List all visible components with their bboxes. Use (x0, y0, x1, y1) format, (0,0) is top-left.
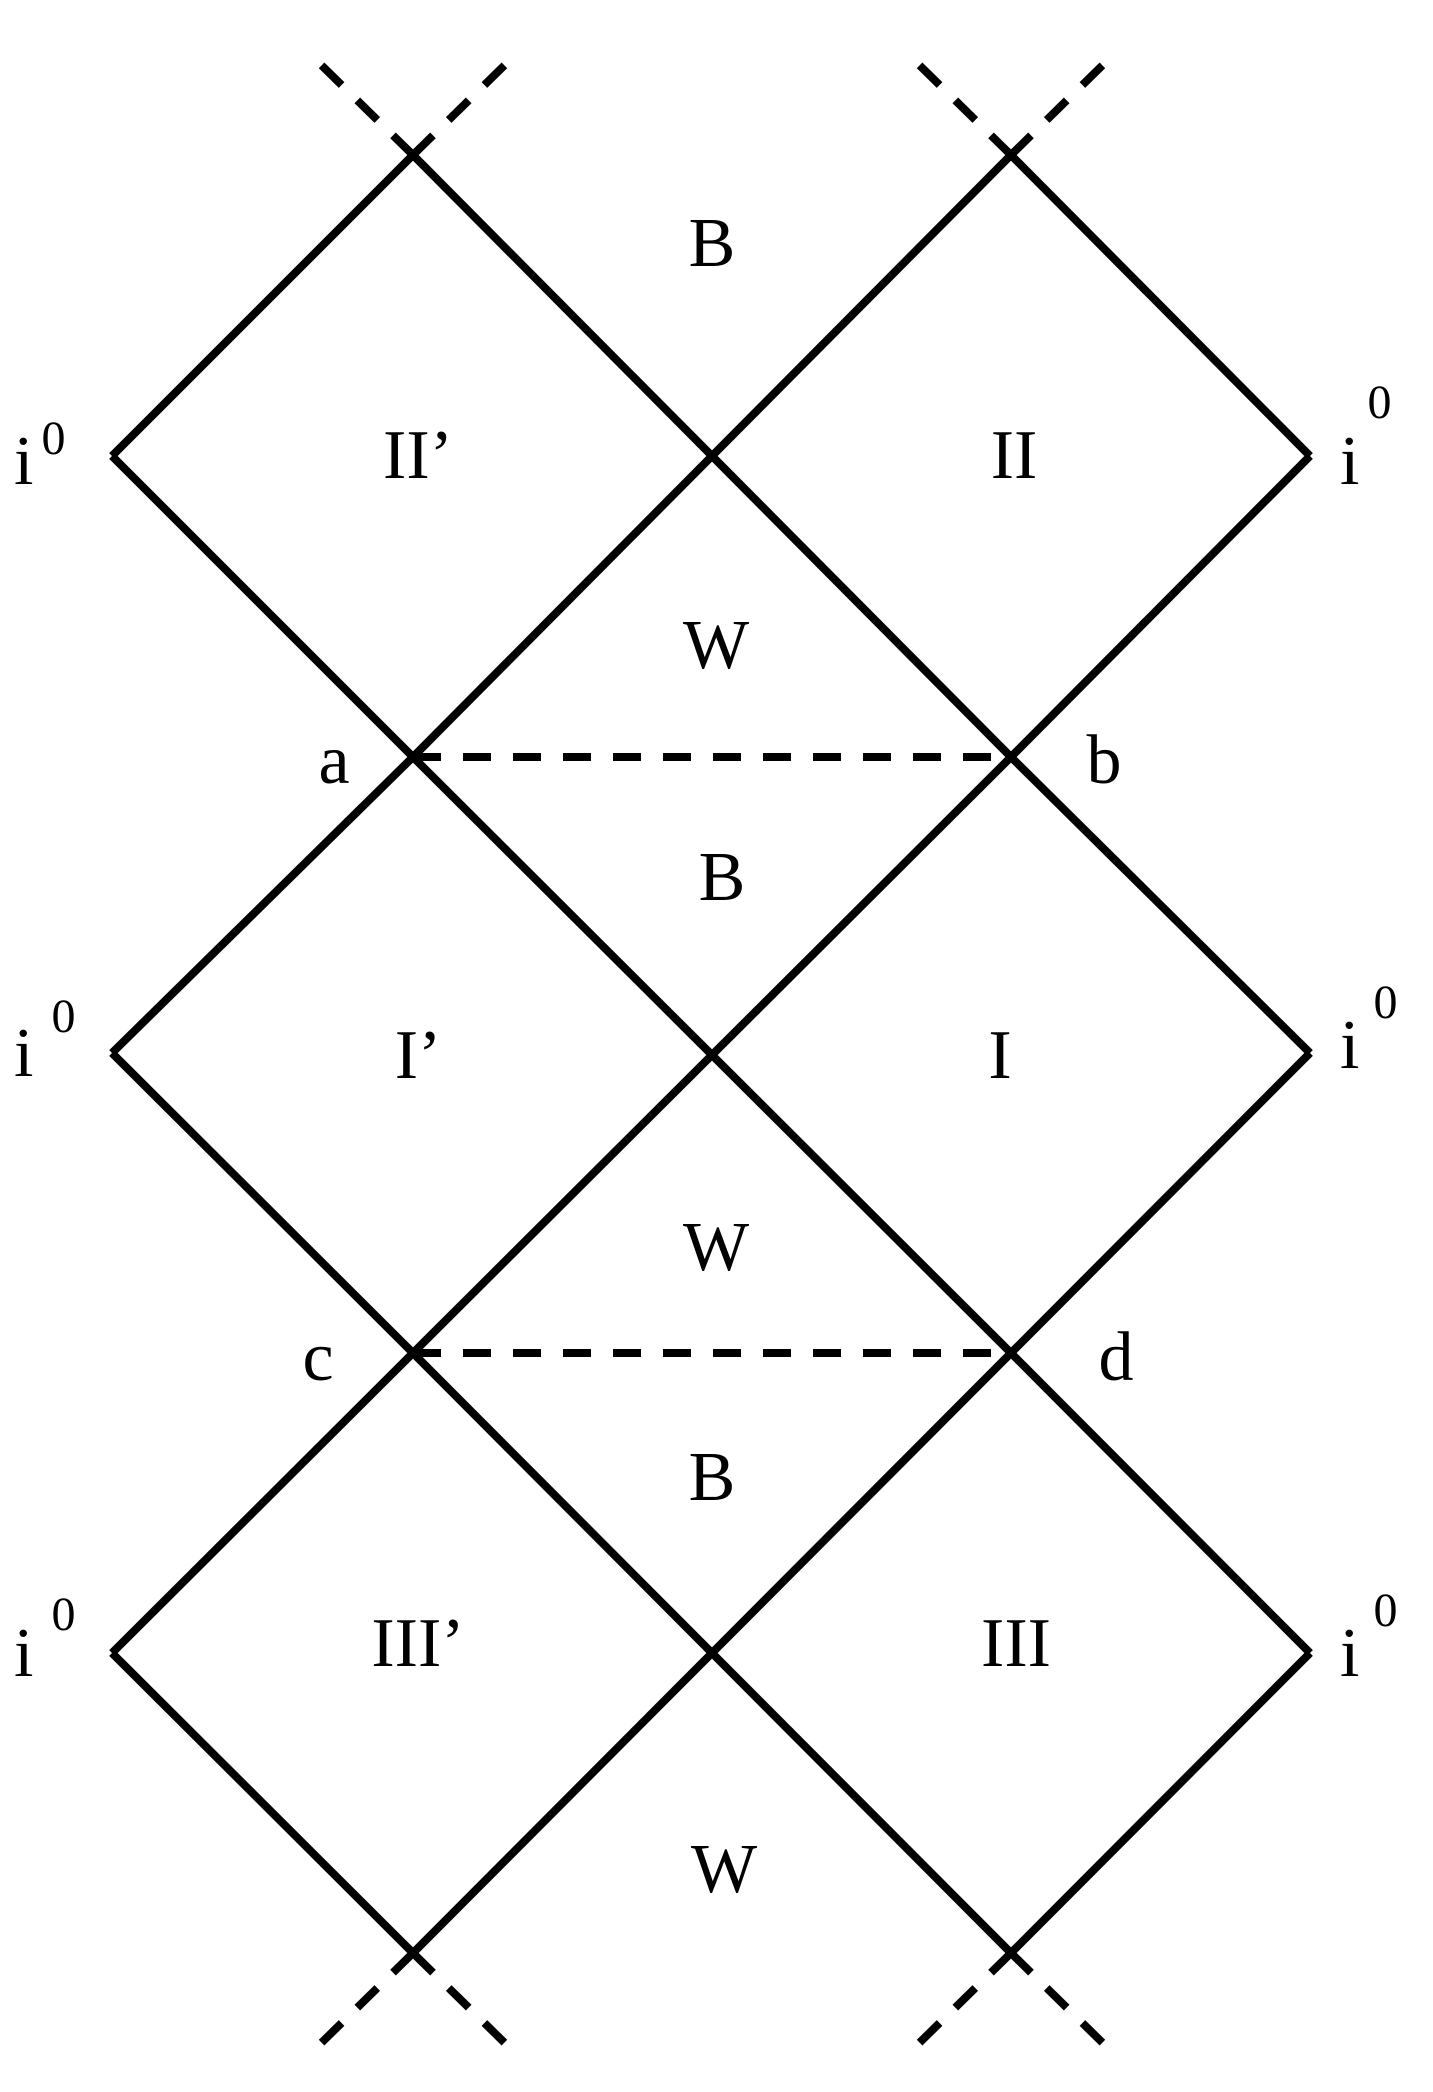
point-label-d: d (1099, 1319, 1134, 1396)
dash-top-right-a (907, 53, 1014, 158)
region-label-ii-prime: II’ (383, 417, 453, 494)
line-right-mid-2 (1008, 1050, 1313, 1356)
line-left-upper-2 (109, 453, 416, 760)
line-cross-2 (410, 152, 1014, 760)
line-left-mid-2 (109, 1050, 416, 1356)
i0-label-right-middle: i0 (1340, 976, 1397, 1084)
dash-top-right-b (1008, 53, 1115, 158)
region-label-w-bottom: W (691, 1831, 757, 1908)
line-left-low-2 (109, 1650, 416, 1956)
line-left-mid-1 (109, 754, 416, 1056)
line-right-mid-1 (1008, 754, 1313, 1056)
line-cross-4 (410, 754, 1014, 1356)
line-right-low-1 (1008, 1350, 1313, 1656)
region-label-b-lower: B (689, 1439, 736, 1516)
region-label-w-upper: W (683, 607, 749, 684)
line-cross-6 (410, 1350, 1014, 1956)
dash-bottom-right-b (1008, 1950, 1115, 2055)
region-labels: B II’ II W B I’ I W B III’ III W (371, 205, 1051, 1908)
dash-bottom-left-b (410, 1950, 517, 2055)
line-right-upper-1 (1008, 152, 1313, 459)
point-labels: a b c d (302, 722, 1133, 1396)
null-lines (109, 152, 1313, 1956)
dash-bottom-right-a (907, 1950, 1014, 2055)
line-left-upper-1 (109, 152, 416, 459)
point-label-c: c (302, 1319, 333, 1396)
dash-top-left-b (410, 53, 517, 158)
region-label-i: I (988, 1017, 1011, 1094)
dash-bottom-left-a (309, 1950, 416, 2055)
region-label-i-prime: I’ (395, 1017, 442, 1094)
point-label-a: a (318, 722, 349, 799)
point-label-b: b (1087, 722, 1122, 799)
line-right-upper-2 (1008, 453, 1313, 760)
region-label-w-middle: W (683, 1209, 749, 1286)
region-label-iii-prime: III’ (371, 1605, 464, 1682)
region-label-b-top: B (689, 205, 736, 282)
region-label-ii: II (991, 417, 1038, 494)
i0-label-left-lower: i0 (14, 1588, 75, 1692)
region-label-b-middle: B (699, 839, 746, 916)
region-label-iii: III (981, 1605, 1051, 1682)
dash-top-left-a (309, 53, 416, 158)
line-right-low-2 (1008, 1650, 1313, 1956)
i0-label-right-upper: i0 (1340, 376, 1391, 500)
i0-label-right-lower: i0 (1340, 1584, 1397, 1692)
line-left-low-1 (109, 1350, 416, 1656)
continuation-dashes (309, 53, 1115, 2055)
